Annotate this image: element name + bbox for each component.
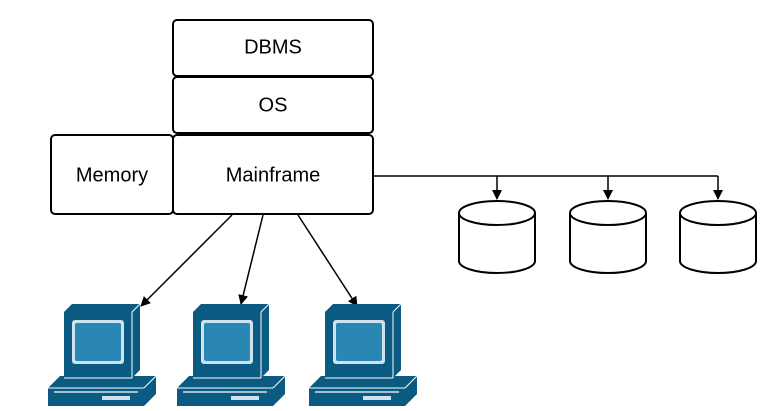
database-cylinder-icon [679,200,757,274]
dbms-label: DBMS [244,36,302,58]
os-box: OS [172,76,374,134]
database-cylinder-icon [458,200,536,274]
terminal-1-arrow [140,214,233,307]
memory-label: Memory [76,164,148,186]
desktop-computer-icon [176,303,286,407]
storage-bus [373,175,723,200]
terminal-3-arrow [297,214,358,307]
os-label: OS [259,94,288,116]
dbms-box: DBMS [172,19,374,77]
database-cylinder-icon [569,200,647,274]
memory-box: Memory [50,134,174,215]
desktop-computer-icon [308,303,418,407]
desktop-computer-icon [47,303,157,407]
mainframe-box: Mainframe [172,134,374,215]
mainframe-label: Mainframe [226,164,320,186]
terminal-2-arrow [238,214,264,305]
terminal-connectors [140,214,358,307]
